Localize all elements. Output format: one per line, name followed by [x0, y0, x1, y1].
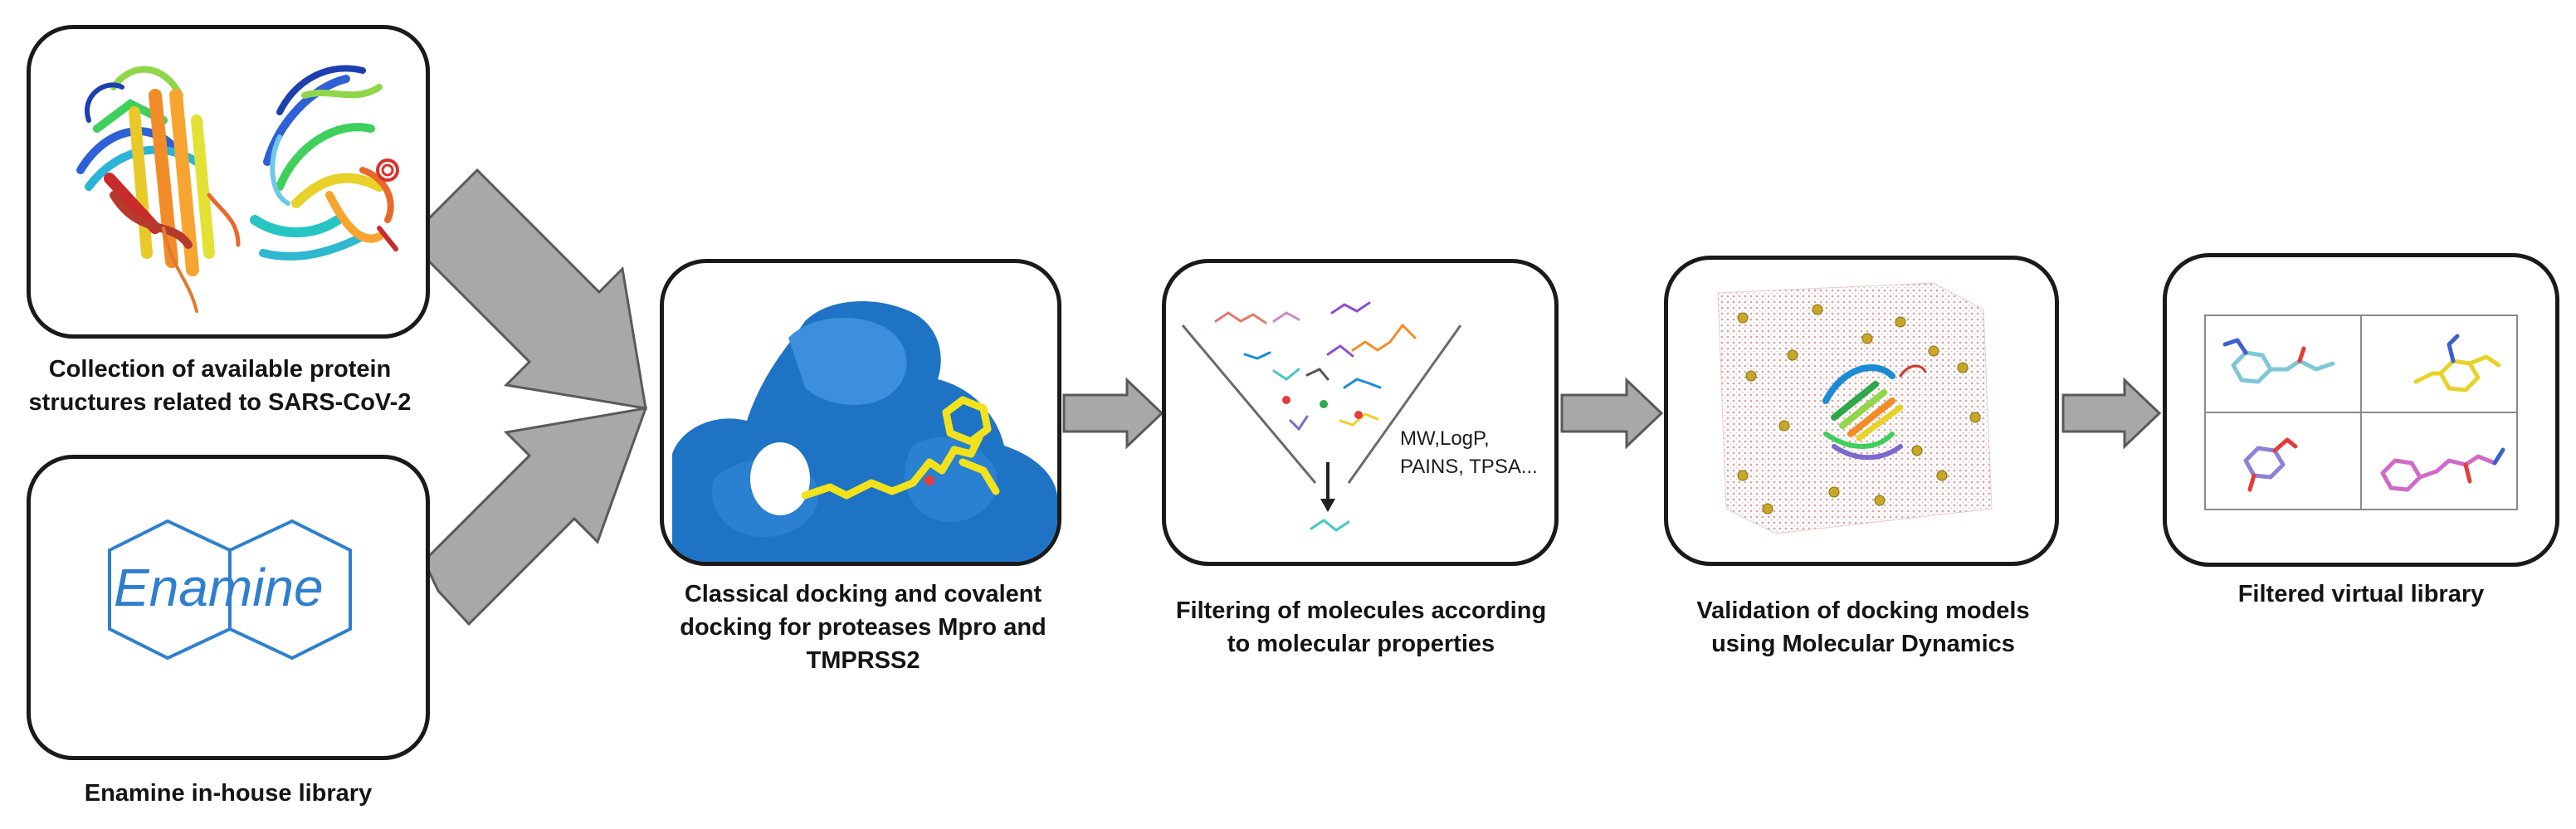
protein-ribbon-illustration [76, 65, 399, 313]
arrow-enamine-to-docking [422, 407, 648, 627]
filtering-panel: MW,LogP, PAINS, TPSA... [1162, 259, 1559, 566]
filtered-library-panel [2163, 253, 2559, 567]
arrow-md-to-library [2061, 377, 2162, 450]
docking-surface-illustration [672, 301, 1057, 562]
md-box-illustration [1717, 282, 1993, 534]
arrow-proteins-to-docking [405, 168, 647, 410]
filter-funnel-illustration [1181, 301, 1462, 532]
enamine-library-panel: Enamine [27, 455, 430, 760]
md-validation-caption: Validation of docking models using Molec… [1696, 597, 2030, 657]
arrow-docking-to-filtering [1062, 377, 1164, 450]
filtering-caption: Filtering of molecules according to mole… [1175, 597, 1547, 657]
docking-caption: Classical docking and covalent docking f… [680, 581, 1046, 674]
protein-structures-caption: Collection of available protein structur… [28, 356, 412, 416]
protein-structures-panel [27, 25, 430, 339]
enamine-logo [108, 519, 352, 661]
filtered-library-caption: Filtered virtual library [2237, 581, 2485, 607]
arrow-filtering-to-md [1560, 377, 1664, 450]
enamine-logo-text: Enamine [114, 558, 324, 617]
molecule-grid-illustration [2204, 315, 2518, 510]
filter-criteria-text: MW,LogP, PAINS, TPSA... [1400, 427, 1538, 478]
md-validation-panel [1664, 256, 2059, 566]
enamine-library-caption: Enamine in-house library [84, 780, 373, 807]
docking-panel [660, 259, 1061, 566]
